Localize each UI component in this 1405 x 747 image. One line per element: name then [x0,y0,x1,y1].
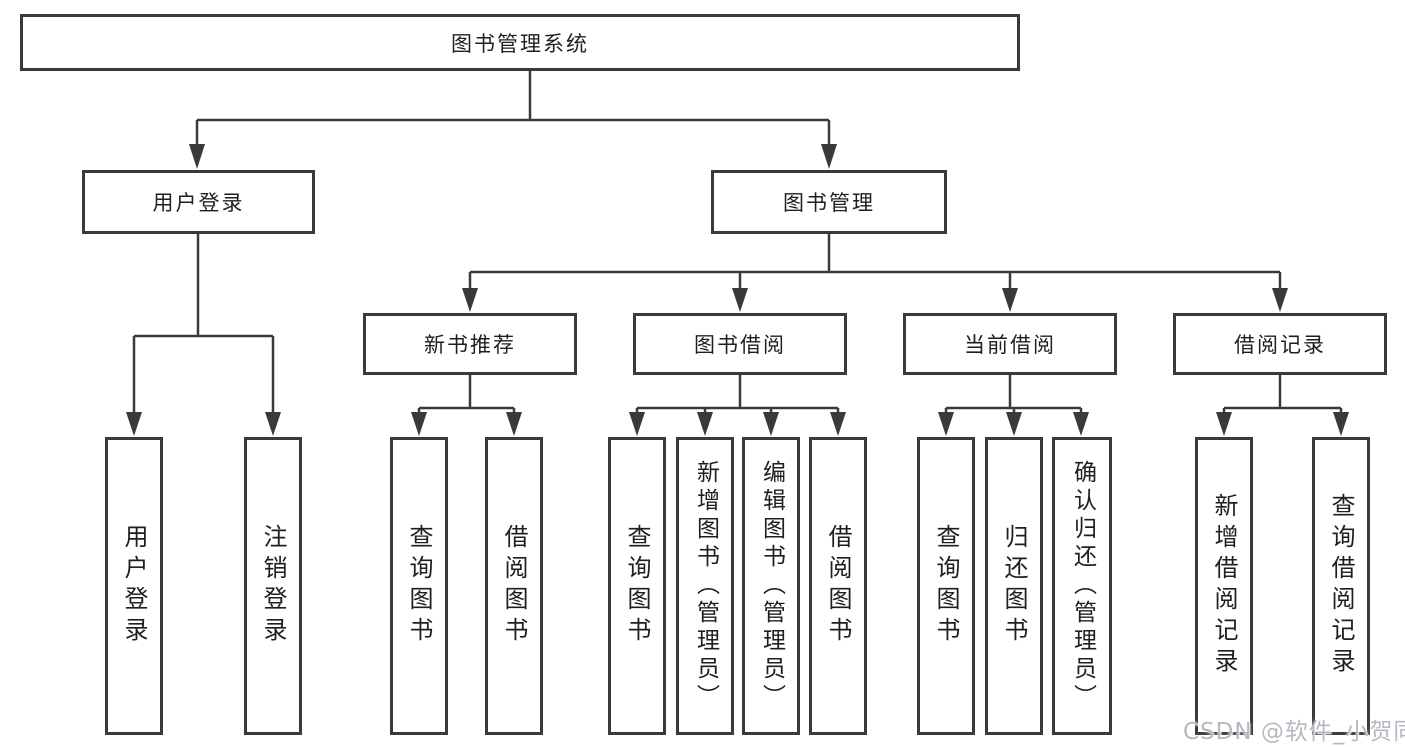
leaf-query-books-current: 查询图书 [917,437,975,735]
tree-line [132,233,275,418]
arrow-down-icon [1073,412,1089,436]
node-current-borrow: 当前借阅 [903,313,1117,375]
leaf-query-books-borrow: 查询图书 [608,437,666,735]
tree-line [468,233,1282,294]
node-book-management: 图书管理 [711,170,947,234]
tree-line [944,374,1083,418]
arrow-down-icon [411,412,427,436]
arrow-down-icon [126,412,142,436]
node-root-system: 图书管理系统 [20,14,1020,71]
node-borrow-records: 借阅记录 [1173,313,1387,375]
tree-line [417,374,516,418]
node-user-login: 用户登录 [82,170,315,234]
connector-book-borrow-branch [629,374,846,436]
connector-root-to-level1 [189,71,837,169]
leaf-add-book-admin: 新增图书（管理员） [676,437,734,735]
connector-book-management-branch [462,233,1288,312]
connector-borrow-records-branch [1216,374,1349,436]
connector-current-borrow-branch [938,374,1089,436]
leaf-logout: 注销登录 [244,437,302,735]
arrow-down-icon [189,144,205,169]
leaf-edit-book-admin: 编辑图书（管理员） [742,437,800,735]
arrow-down-icon [732,288,748,312]
arrow-down-icon [938,412,954,436]
arrow-down-icon [629,412,645,436]
connector-user-login-branch [126,233,281,436]
leaf-confirm-return-admin: 确认归还（管理员） [1052,437,1112,735]
leaf-user-login: 用户登录 [105,437,163,735]
arrow-down-icon [697,412,713,436]
connector-new-book-branch [411,374,522,436]
arrow-down-icon [265,412,281,436]
arrow-down-icon [763,412,779,436]
node-new-book-recommend: 新书推荐 [363,313,577,375]
arrow-down-icon [1272,288,1288,312]
arrow-down-icon [1006,412,1022,436]
node-book-borrow: 图书借阅 [633,313,847,375]
arrow-down-icon [1002,288,1018,312]
arrow-down-icon [830,412,846,436]
arrow-down-icon [821,144,837,169]
csdn-watermark: CSDN @软件_小贺同学 [1183,719,1405,745]
leaf-add-borrow-record: 新增借阅记录 [1195,437,1253,735]
tree-line [1222,374,1343,418]
arrow-down-icon [506,412,522,436]
tree-line [195,71,831,150]
leaf-borrow-books-borrow: 借阅图书 [809,437,867,735]
leaf-query-borrow-record: 查询借阅记录 [1312,437,1370,735]
arrow-down-icon [1333,412,1349,436]
arrow-down-icon [1216,412,1232,436]
arrow-down-icon [462,288,478,312]
leaf-return-book: 归还图书 [985,437,1043,735]
leaf-query-books-recommend: 查询图书 [390,437,448,735]
tree-line [635,374,840,418]
leaf-borrow-books-recommend: 借阅图书 [485,437,543,735]
